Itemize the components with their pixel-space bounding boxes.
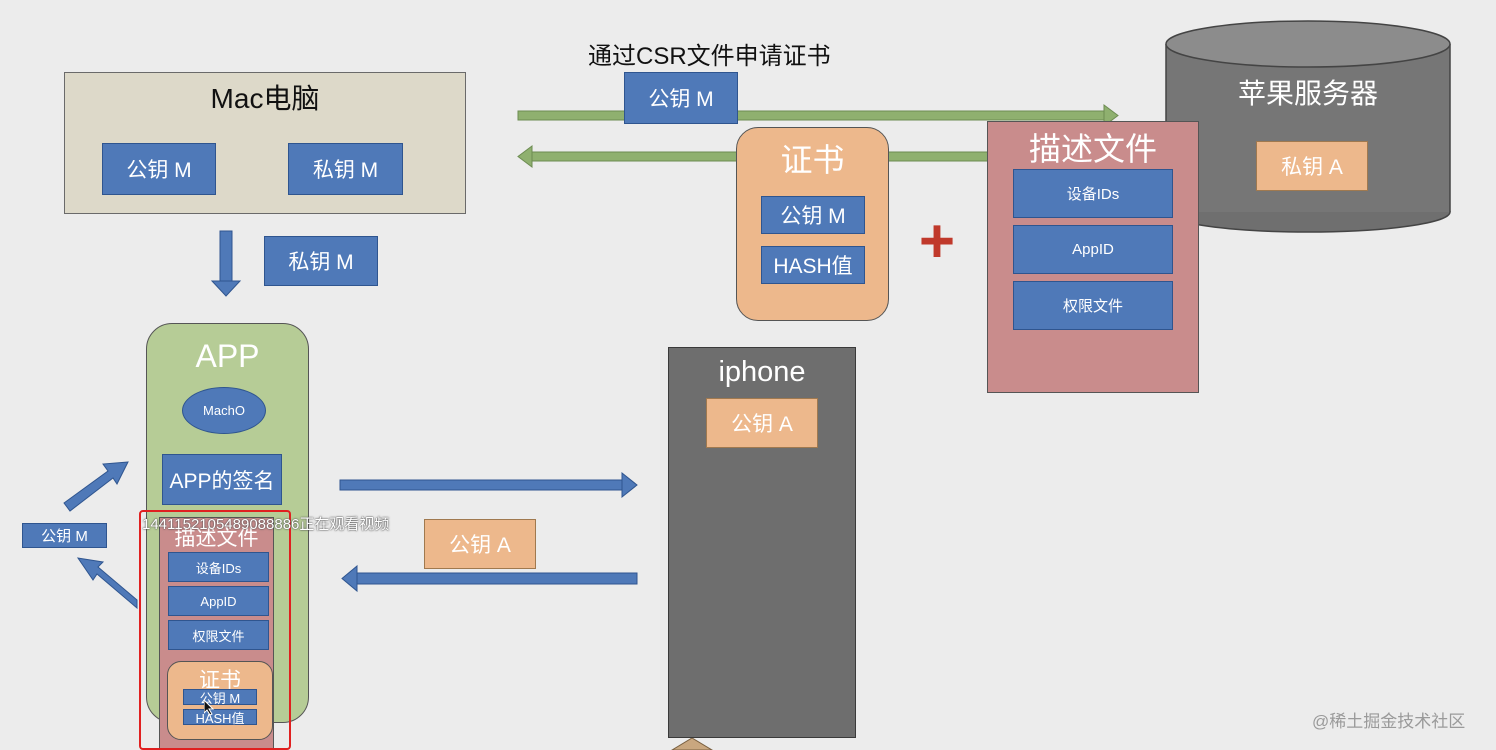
iphone-public-key: 公钥 A xyxy=(706,398,818,448)
down-arrow xyxy=(210,230,242,297)
app-profile-device-ids: 设备IDs xyxy=(168,552,269,582)
app-profile-entitlements: 权限文件 xyxy=(168,620,269,650)
certificate-title: 证书 xyxy=(780,142,845,178)
public-key-a-transfer: 公钥 A xyxy=(424,519,536,569)
certificate-hash: HASH值 xyxy=(761,246,865,284)
app-certificate: 证书 公钥 M HASH值 xyxy=(167,661,273,740)
blue-arrow-right xyxy=(339,471,638,499)
plus-icon: + xyxy=(918,207,956,276)
provisioning-profile-top: 描述文件 设备IDs AppID 权限文件 xyxy=(987,121,1199,393)
mac-public-key: 公钥 M xyxy=(102,143,216,195)
profile-device-ids: 设备IDs xyxy=(1013,169,1173,218)
certificate-top: 证书 公钥 M HASH值 xyxy=(736,127,889,321)
watermark-text: @稀土掘金技术社区 xyxy=(1312,712,1466,731)
mac-private-key: 私钥 M xyxy=(288,143,403,195)
app-certificate-hash: HASH值 xyxy=(183,709,257,726)
app-profile-app-id: AppID xyxy=(168,586,269,616)
iphone-title: iphone xyxy=(718,355,806,388)
mac-computer-box: Mac电脑 公钥 M 私钥 M xyxy=(64,72,466,214)
csr-public-key: 公钥 M xyxy=(624,72,738,124)
profile-title: 描述文件 xyxy=(1028,131,1157,167)
profile-entitlements: 权限文件 xyxy=(1013,281,1173,330)
apple-private-key: 私钥 A xyxy=(1256,141,1368,191)
app-title: APP xyxy=(195,337,260,374)
app-certificate-public-key: 公钥 M xyxy=(183,689,257,706)
bottom-shape-edge xyxy=(671,737,713,750)
diagonal-arrow-up xyxy=(63,461,129,512)
viewer-overlay-text: 1441152105489088886正在观看视频 xyxy=(142,516,390,533)
apple-server-title: 苹果服务器 xyxy=(1237,78,1378,109)
app-provisioning-profile: 描述文件 设备IDs AppID 权限文件 证书 公钥 M HASH值 xyxy=(159,517,274,750)
side-public-key: 公钥 M xyxy=(22,523,107,548)
profile-app-id: AppID xyxy=(1013,225,1173,274)
macho-ellipse: MachO xyxy=(182,387,266,434)
highlight-box xyxy=(139,510,291,750)
private-key-transfer: 私钥 M xyxy=(264,236,378,286)
apple-server-cylinder xyxy=(1165,20,1451,233)
certificate-public-key: 公钥 M xyxy=(761,196,865,234)
iphone-box: iphone 公钥 A xyxy=(668,347,856,738)
csr-label: 通过CSR文件申请证书 xyxy=(588,43,831,70)
diagonal-arrow-up-left xyxy=(76,557,138,610)
app-certificate-title: 证书 xyxy=(199,669,241,692)
cursor-icon xyxy=(204,700,216,716)
app-signature: APP的签名 xyxy=(162,454,282,505)
green-arrow-right xyxy=(517,104,1119,127)
blue-arrow-left xyxy=(341,564,638,593)
app-profile-title: 描述文件 xyxy=(174,527,259,550)
mac-title: Mac电脑 xyxy=(210,83,320,114)
